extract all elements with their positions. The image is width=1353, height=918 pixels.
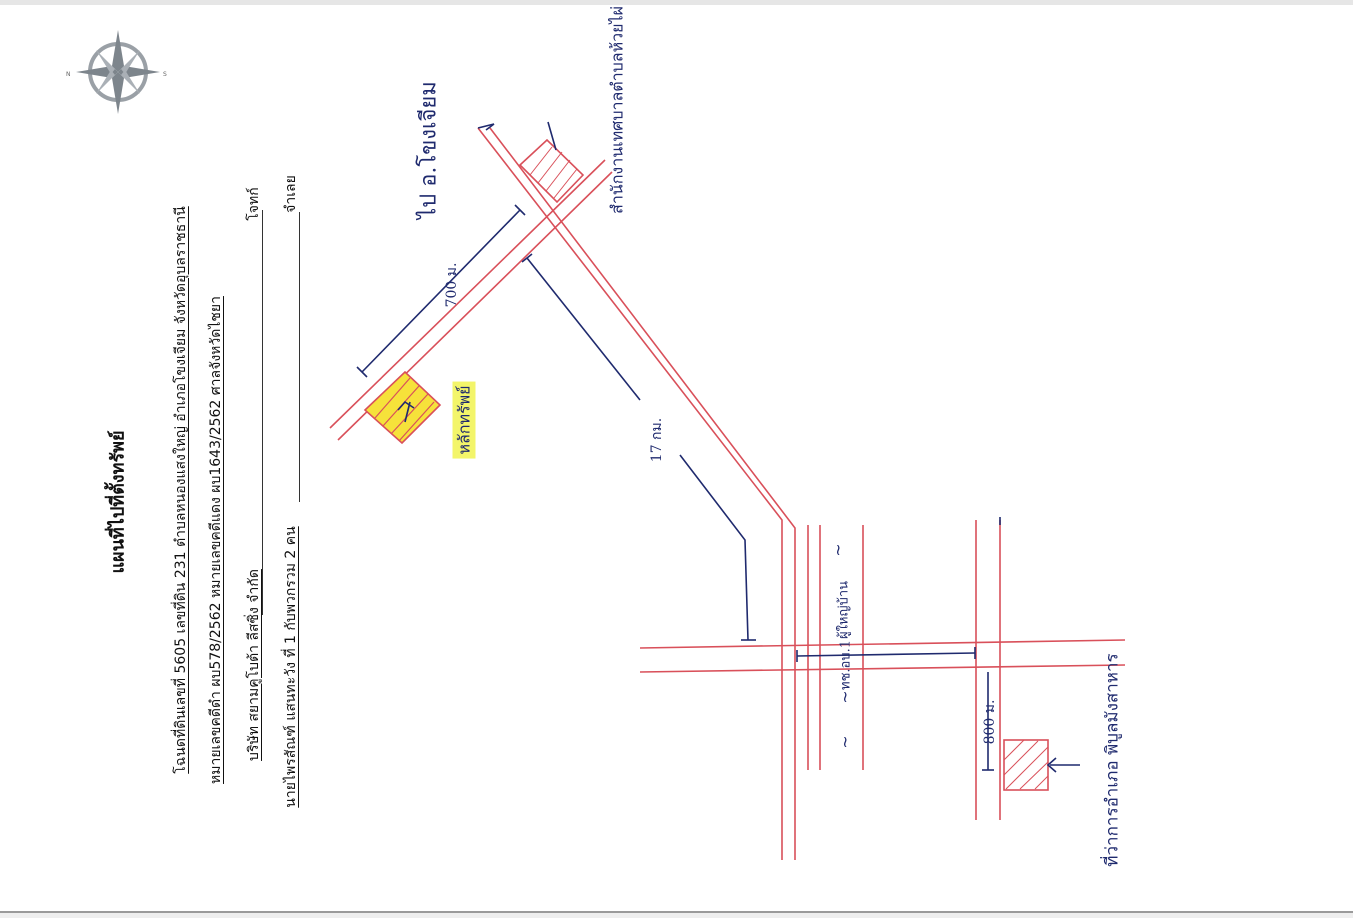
compass-rose-icon (76, 30, 160, 114)
bottom-divider (0, 911, 1353, 913)
road-diagonal-main (477, 127, 796, 860)
document-title: แผนที่ไปที่ตั้งทรัพย์ (107, 430, 129, 574)
distance-700m: 700 ม. (444, 262, 460, 308)
top-bar (0, 0, 1353, 5)
bottom-bar (0, 913, 1353, 918)
defendant-name: นายไพรสัณฑ์ แสนทะวัง ที่ 1 กับพวกรวม 2 ค… (283, 526, 299, 808)
defendant-underline (299, 212, 300, 502)
distance-800m: 800 ม. (982, 699, 998, 745)
tilde-mark-1: ~ (828, 543, 848, 557)
case-line: หมายเลขคดีดำ ผบ578/2562 หมายเลขคดีแดง ผบ… (208, 296, 224, 784)
svg-text:S: S (163, 71, 167, 78)
road-code-label: ทช.อบ.1 (838, 640, 854, 690)
direction-label: ไป อ.โขงเจียม (416, 81, 442, 219)
defendant-label: จำเลย (283, 175, 299, 213)
property-marker (363, 370, 442, 445)
police-station-marker (1003, 739, 1049, 791)
deed-line: โฉนดที่ดินเลขที่ 5605 เลขที่ดิน 231 ตำบล… (173, 206, 189, 774)
road-vertical (807, 520, 1001, 820)
district-office-marker (518, 138, 585, 204)
plaintiff-underline (262, 210, 263, 615)
tilde-mark-2: ~ (835, 690, 855, 704)
village-head-label: ผู้ใหญ่บ้าน (836, 580, 852, 640)
road-horizontal (639, 639, 1126, 673)
svg-text:N: N (66, 71, 71, 78)
tilde-mark-3: ~ (835, 735, 855, 749)
measurement-lines (356, 121, 1080, 773)
district-office-label: สำนักงานเทศบาลตำบลห้วยไผ่ (607, 6, 627, 214)
distance-17km: 17 กม. (649, 417, 665, 463)
property-label: หลักทรัพย์ (452, 381, 478, 459)
police-station-label: ที่ว่าการอำเภอ พิบูลมังสาหาร (1102, 653, 1123, 867)
